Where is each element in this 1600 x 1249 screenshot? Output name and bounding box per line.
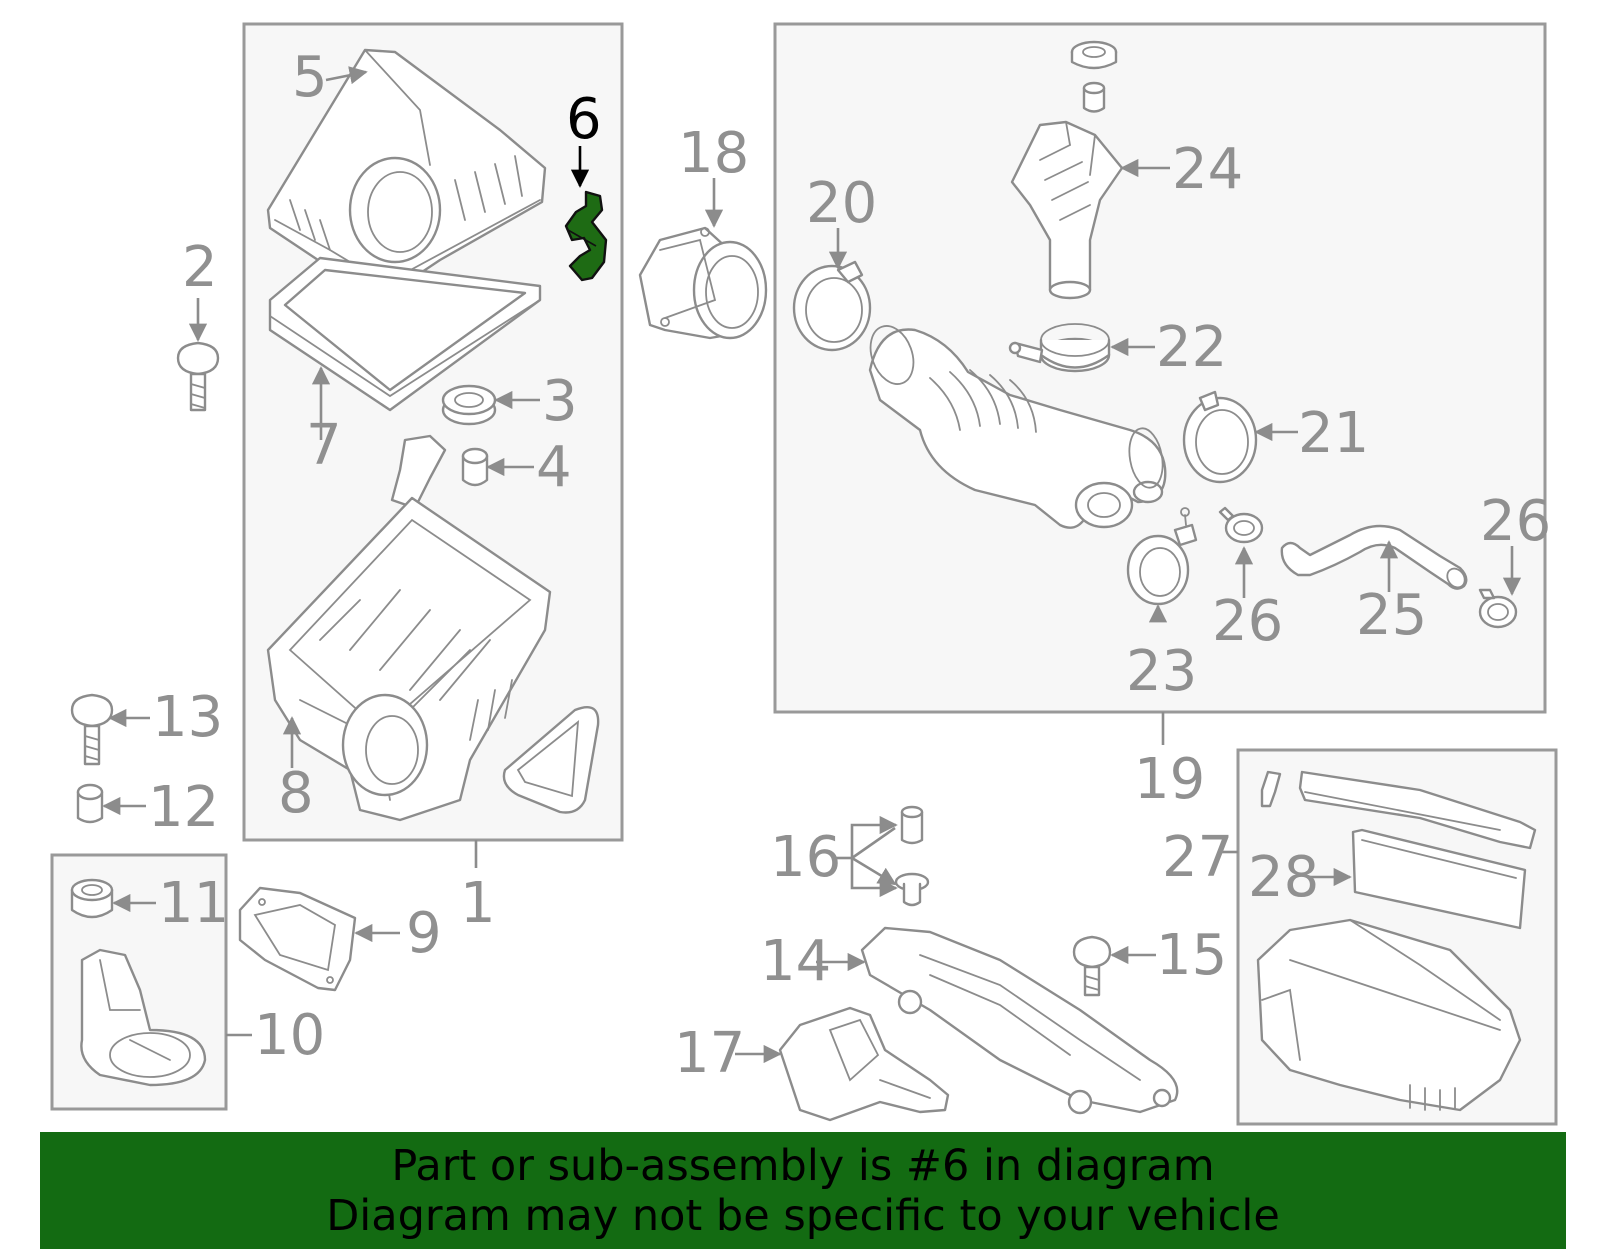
resonator-24 — [1010, 40, 1124, 300]
callout-11: 11 — [158, 871, 229, 936]
callout-18: 18 — [678, 121, 749, 186]
callout-6: 6 — [566, 87, 602, 152]
info-banner: Part or sub-assembly is #6 in diagram Di… — [40, 1132, 1566, 1249]
callout-7: 7 — [306, 413, 342, 478]
callout-14: 14 — [760, 929, 831, 994]
adapter-9 — [238, 886, 357, 992]
bolt-2 — [176, 341, 220, 412]
callout-15: 15 — [1156, 923, 1227, 988]
callout-25: 25 — [1356, 583, 1427, 648]
resonator-10 — [80, 948, 207, 1087]
grommet-12 — [76, 783, 104, 824]
callout-2: 2 — [182, 235, 218, 300]
clamp-21 — [1182, 390, 1258, 484]
air-cleaner-housing — [266, 434, 552, 822]
intake-duct-14 — [860, 926, 1179, 1115]
banner-line-1: Part or sub-assembly is #6 in diagram — [391, 1140, 1215, 1191]
callout-21: 21 — [1298, 401, 1369, 466]
duct-17 — [778, 1006, 950, 1122]
maf-housing-18 — [638, 226, 768, 340]
clamp-26-b — [1478, 588, 1518, 629]
callout-27: 27 — [1162, 825, 1233, 890]
callout-3: 3 — [542, 369, 578, 434]
air-cleaner-assembly-27 — [1256, 770, 1537, 1112]
bushing-11 — [70, 878, 114, 919]
clamp-26-a — [1218, 506, 1264, 544]
callout-5: 5 — [292, 45, 328, 110]
callout-26-a: 26 — [1212, 589, 1283, 654]
bolt-13 — [70, 693, 114, 766]
seal-ring-3 — [441, 384, 497, 426]
callout-1: 1 — [460, 871, 496, 936]
highlighted-part-6 — [564, 190, 608, 282]
callout-23: 23 — [1126, 639, 1197, 704]
callout-8: 8 — [278, 761, 314, 826]
grommet-4 — [461, 447, 489, 487]
callout-17: 17 — [674, 1021, 745, 1086]
clamp-23 — [1126, 507, 1198, 606]
grommets-16 — [894, 805, 930, 907]
callout-28: 28 — [1248, 845, 1319, 910]
callout-4: 4 — [536, 435, 572, 500]
callout-20: 20 — [806, 171, 877, 236]
callout-16: 16 — [770, 825, 841, 890]
callout-22: 22 — [1156, 315, 1227, 380]
callout-19: 19 — [1134, 747, 1205, 812]
clamp-22 — [1008, 323, 1111, 373]
intake-duct — [868, 325, 1167, 529]
callout-10: 10 — [254, 1003, 325, 1068]
duct-gasket — [502, 705, 600, 814]
callout-9: 9 — [406, 901, 442, 966]
callout-24: 24 — [1172, 137, 1243, 202]
hose-25 — [1280, 524, 1468, 590]
callout-12: 12 — [148, 775, 219, 840]
air-filter-element — [268, 256, 542, 412]
callout-26-b: 26 — [1480, 489, 1551, 554]
bolt-15 — [1072, 935, 1112, 997]
callout-13: 13 — [152, 685, 223, 750]
banner-line-2: Diagram may not be specific to your vehi… — [326, 1190, 1280, 1241]
